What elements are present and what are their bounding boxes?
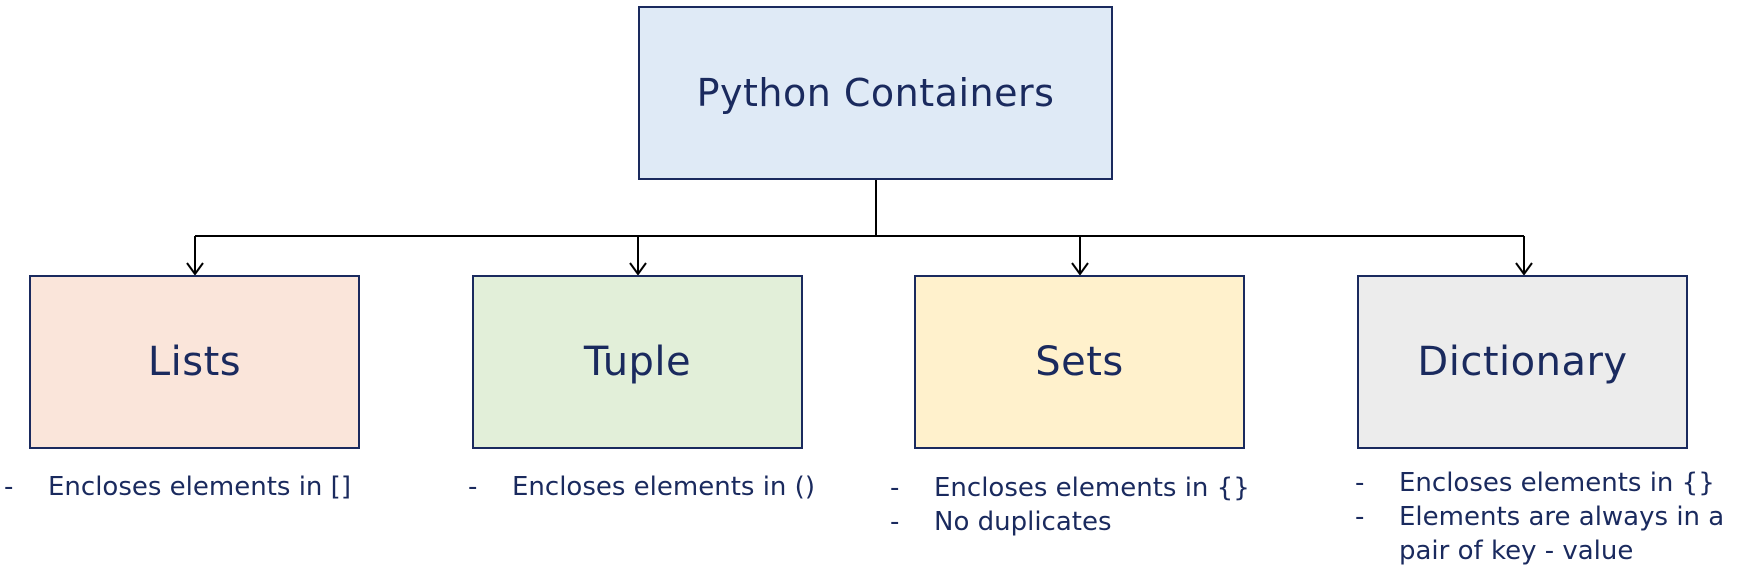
note-item: - Elements are always in a pair of key - … xyxy=(1355,500,1745,568)
bullet-dash: - xyxy=(468,472,478,502)
note-item: - Encloses elements in [] xyxy=(4,470,424,504)
root-node-label: Python Containers xyxy=(696,71,1055,115)
lists-notes: - Encloses elements in [] xyxy=(4,470,424,504)
child-node-tuple: Tuple xyxy=(472,275,803,449)
note-item: - Encloses elements in {} xyxy=(1355,466,1745,500)
child-node-lists: Lists xyxy=(29,275,360,449)
lists-node-label: Lists xyxy=(147,339,242,385)
note-item: - Encloses elements in {} xyxy=(890,471,1310,505)
bullet-dash: - xyxy=(890,473,900,503)
sets-notes: - Encloses elements in {} - No duplicates xyxy=(890,471,1310,539)
note-text: Encloses elements in () xyxy=(512,472,815,502)
arrow-to-sets xyxy=(1071,236,1089,276)
tuple-node-label: Tuple xyxy=(583,339,692,385)
arrow-to-dictionary xyxy=(1515,236,1533,276)
bullet-dash: - xyxy=(4,472,14,502)
root-node-python-containers: Python Containers xyxy=(638,6,1113,180)
tuple-notes: - Encloses elements in () xyxy=(468,470,888,504)
note-text: Elements are always in a pair of key - v… xyxy=(1399,502,1725,566)
note-text: No duplicates xyxy=(934,507,1112,537)
arrow-to-tuple xyxy=(629,236,647,276)
note-text: Encloses elements in {} xyxy=(1399,468,1715,498)
bullet-dash: - xyxy=(890,507,900,537)
sets-node-label: Sets xyxy=(1035,339,1124,385)
note-text: Encloses elements in [] xyxy=(48,472,351,502)
dictionary-notes: - Encloses elements in {} - Elements are a… xyxy=(1355,466,1745,568)
child-node-dictionary: Dictionary xyxy=(1357,275,1688,449)
note-text: Encloses elements in {} xyxy=(934,473,1250,503)
bullet-dash: - xyxy=(1355,468,1365,498)
bullet-dash: - xyxy=(1355,502,1365,532)
child-node-sets: Sets xyxy=(914,275,1245,449)
note-item: - Encloses elements in () xyxy=(468,470,888,504)
arrow-to-lists xyxy=(186,236,204,276)
note-item: - No duplicates xyxy=(890,505,1310,539)
dictionary-node-label: Dictionary xyxy=(1417,339,1628,385)
